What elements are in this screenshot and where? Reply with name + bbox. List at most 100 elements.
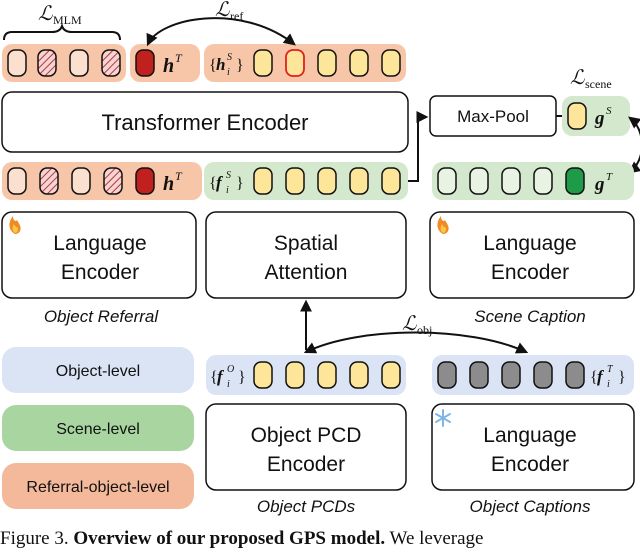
token-yellow bbox=[349, 167, 369, 195]
object-feature-tokens bbox=[253, 361, 401, 389]
svg-text:}: } bbox=[236, 175, 244, 192]
f-i-T-symbol: { f T i } bbox=[590, 364, 626, 390]
language-encoder-referral-box bbox=[1, 211, 197, 299]
f-i-O-symbol: { f O i } bbox=[210, 364, 246, 390]
figure-caption: Figure 3. Overview of our proposed GPS m… bbox=[0, 528, 640, 550]
language-encoder-scene-line2: Encoder bbox=[491, 261, 569, 284]
token-yellow bbox=[253, 49, 273, 77]
token-yellow-target bbox=[285, 49, 305, 77]
svg-text:i: i bbox=[607, 379, 610, 390]
object-pcds-label: Object PCDs bbox=[257, 497, 356, 516]
token-yellow bbox=[253, 361, 273, 389]
loss-scene-arrow bbox=[628, 116, 640, 174]
svg-text:i: i bbox=[226, 185, 229, 196]
token-yellow bbox=[349, 49, 369, 77]
loss-obj-arrow bbox=[303, 331, 529, 354]
token-masked bbox=[39, 167, 59, 195]
svg-text:S: S bbox=[227, 52, 232, 63]
loss-ref-arrow bbox=[146, 17, 296, 47]
figure-number: Figure 3. bbox=[0, 528, 69, 549]
token-masked bbox=[37, 49, 57, 77]
token-red bbox=[135, 167, 155, 195]
svg-text:ℒ: ℒ bbox=[215, 0, 230, 21]
token-gray bbox=[565, 361, 585, 389]
object-captions-label: Object Captions bbox=[470, 497, 591, 516]
language-encoder-scene-line1: Language bbox=[483, 232, 576, 255]
token-plain bbox=[7, 49, 27, 77]
language-encoder-caption-box bbox=[431, 403, 635, 491]
figure-caption-trailing: We leverage bbox=[389, 528, 484, 549]
token-plain bbox=[7, 167, 27, 195]
scene-output-tokens bbox=[253, 49, 401, 77]
token-pale-green bbox=[533, 167, 553, 195]
language-encoder-referral-line1: Language bbox=[53, 232, 146, 255]
language-encoder-referral-line2: Encoder bbox=[61, 261, 139, 284]
svg-text:h: h bbox=[216, 55, 225, 74]
token-plain bbox=[69, 49, 89, 77]
fire-icon bbox=[9, 216, 21, 234]
svg-text:ℒ: ℒ bbox=[402, 313, 417, 335]
svg-text:T: T bbox=[607, 364, 614, 375]
loss-scene-label: ℒ scene bbox=[570, 67, 612, 91]
spatial-attention-line1: Spatial bbox=[274, 232, 338, 255]
token-gray bbox=[469, 361, 489, 389]
svg-text:T: T bbox=[175, 51, 183, 65]
svg-text:g: g bbox=[594, 174, 605, 195]
language-encoder-scene-box bbox=[429, 211, 635, 299]
svg-text:f: f bbox=[217, 367, 225, 386]
f-i-S-symbol: { f S i } bbox=[209, 170, 244, 196]
svg-text:}: } bbox=[236, 57, 244, 74]
object-feature-group bbox=[206, 355, 406, 395]
language-encoder-caption-line1: Language bbox=[483, 424, 576, 447]
legend-scene-level-label: Scene-level bbox=[56, 421, 140, 438]
caption-tokens bbox=[437, 167, 585, 195]
svg-text:h: h bbox=[163, 173, 174, 195]
token-pale-green bbox=[437, 167, 457, 195]
token-yellow bbox=[381, 361, 401, 389]
svg-text:ℒ: ℒ bbox=[38, 3, 53, 25]
token-masked bbox=[101, 49, 121, 77]
token-pale-green bbox=[469, 167, 489, 195]
svg-text:{: { bbox=[209, 175, 217, 192]
language-encoder-caption-line2: Encoder bbox=[491, 453, 569, 476]
snowflake-icon bbox=[435, 409, 451, 427]
scene-input-group bbox=[204, 162, 408, 200]
svg-text:MLM: MLM bbox=[53, 13, 82, 27]
object-referral-label: Object Referral bbox=[44, 307, 160, 326]
referral-token-red bbox=[135, 49, 155, 77]
svg-text:T: T bbox=[175, 169, 183, 183]
object-pcd-encoder-line1: Object PCD bbox=[251, 424, 362, 447]
g-S-symbol: g S bbox=[594, 105, 612, 129]
referral-input-tokens bbox=[7, 167, 155, 195]
transformer-encoder-box bbox=[1, 91, 409, 153]
fire-icon bbox=[437, 216, 449, 234]
svg-text:h: h bbox=[163, 55, 174, 77]
loss-mlm-label: ℒ MLM bbox=[38, 3, 82, 27]
spatial-attention-box bbox=[205, 211, 407, 299]
token-yellow bbox=[317, 49, 337, 77]
token-yellow bbox=[253, 167, 273, 195]
svg-text:}: } bbox=[238, 369, 246, 386]
mlm-brace bbox=[3, 22, 121, 41]
token-green bbox=[565, 167, 585, 195]
svg-text:{: { bbox=[210, 369, 218, 386]
svg-text:{: { bbox=[209, 57, 217, 74]
token-yellow bbox=[317, 167, 337, 195]
figure-title: Overview of our proposed GPS model. bbox=[73, 528, 386, 549]
legend-object-level bbox=[2, 347, 194, 393]
token-pale-green bbox=[501, 167, 521, 195]
svg-text:O: O bbox=[227, 364, 234, 375]
svg-text:{: { bbox=[590, 369, 598, 386]
token-yellow bbox=[381, 49, 401, 77]
scene-input-tokens bbox=[253, 167, 401, 195]
spatial-attention-line2: Attention bbox=[265, 261, 348, 284]
svg-text:S: S bbox=[226, 170, 231, 181]
object-caption-feature-tokens bbox=[437, 361, 585, 389]
svg-text:scene: scene bbox=[585, 77, 612, 91]
svg-text:S: S bbox=[606, 105, 612, 117]
svg-text:f: f bbox=[216, 173, 224, 192]
h-i-S-symbol: { h S i } bbox=[209, 52, 244, 78]
transformer-encoder-label: Transformer Encoder bbox=[101, 110, 308, 135]
object-caption-feature-group bbox=[432, 355, 634, 395]
g-T-symbol: g T bbox=[594, 171, 613, 195]
